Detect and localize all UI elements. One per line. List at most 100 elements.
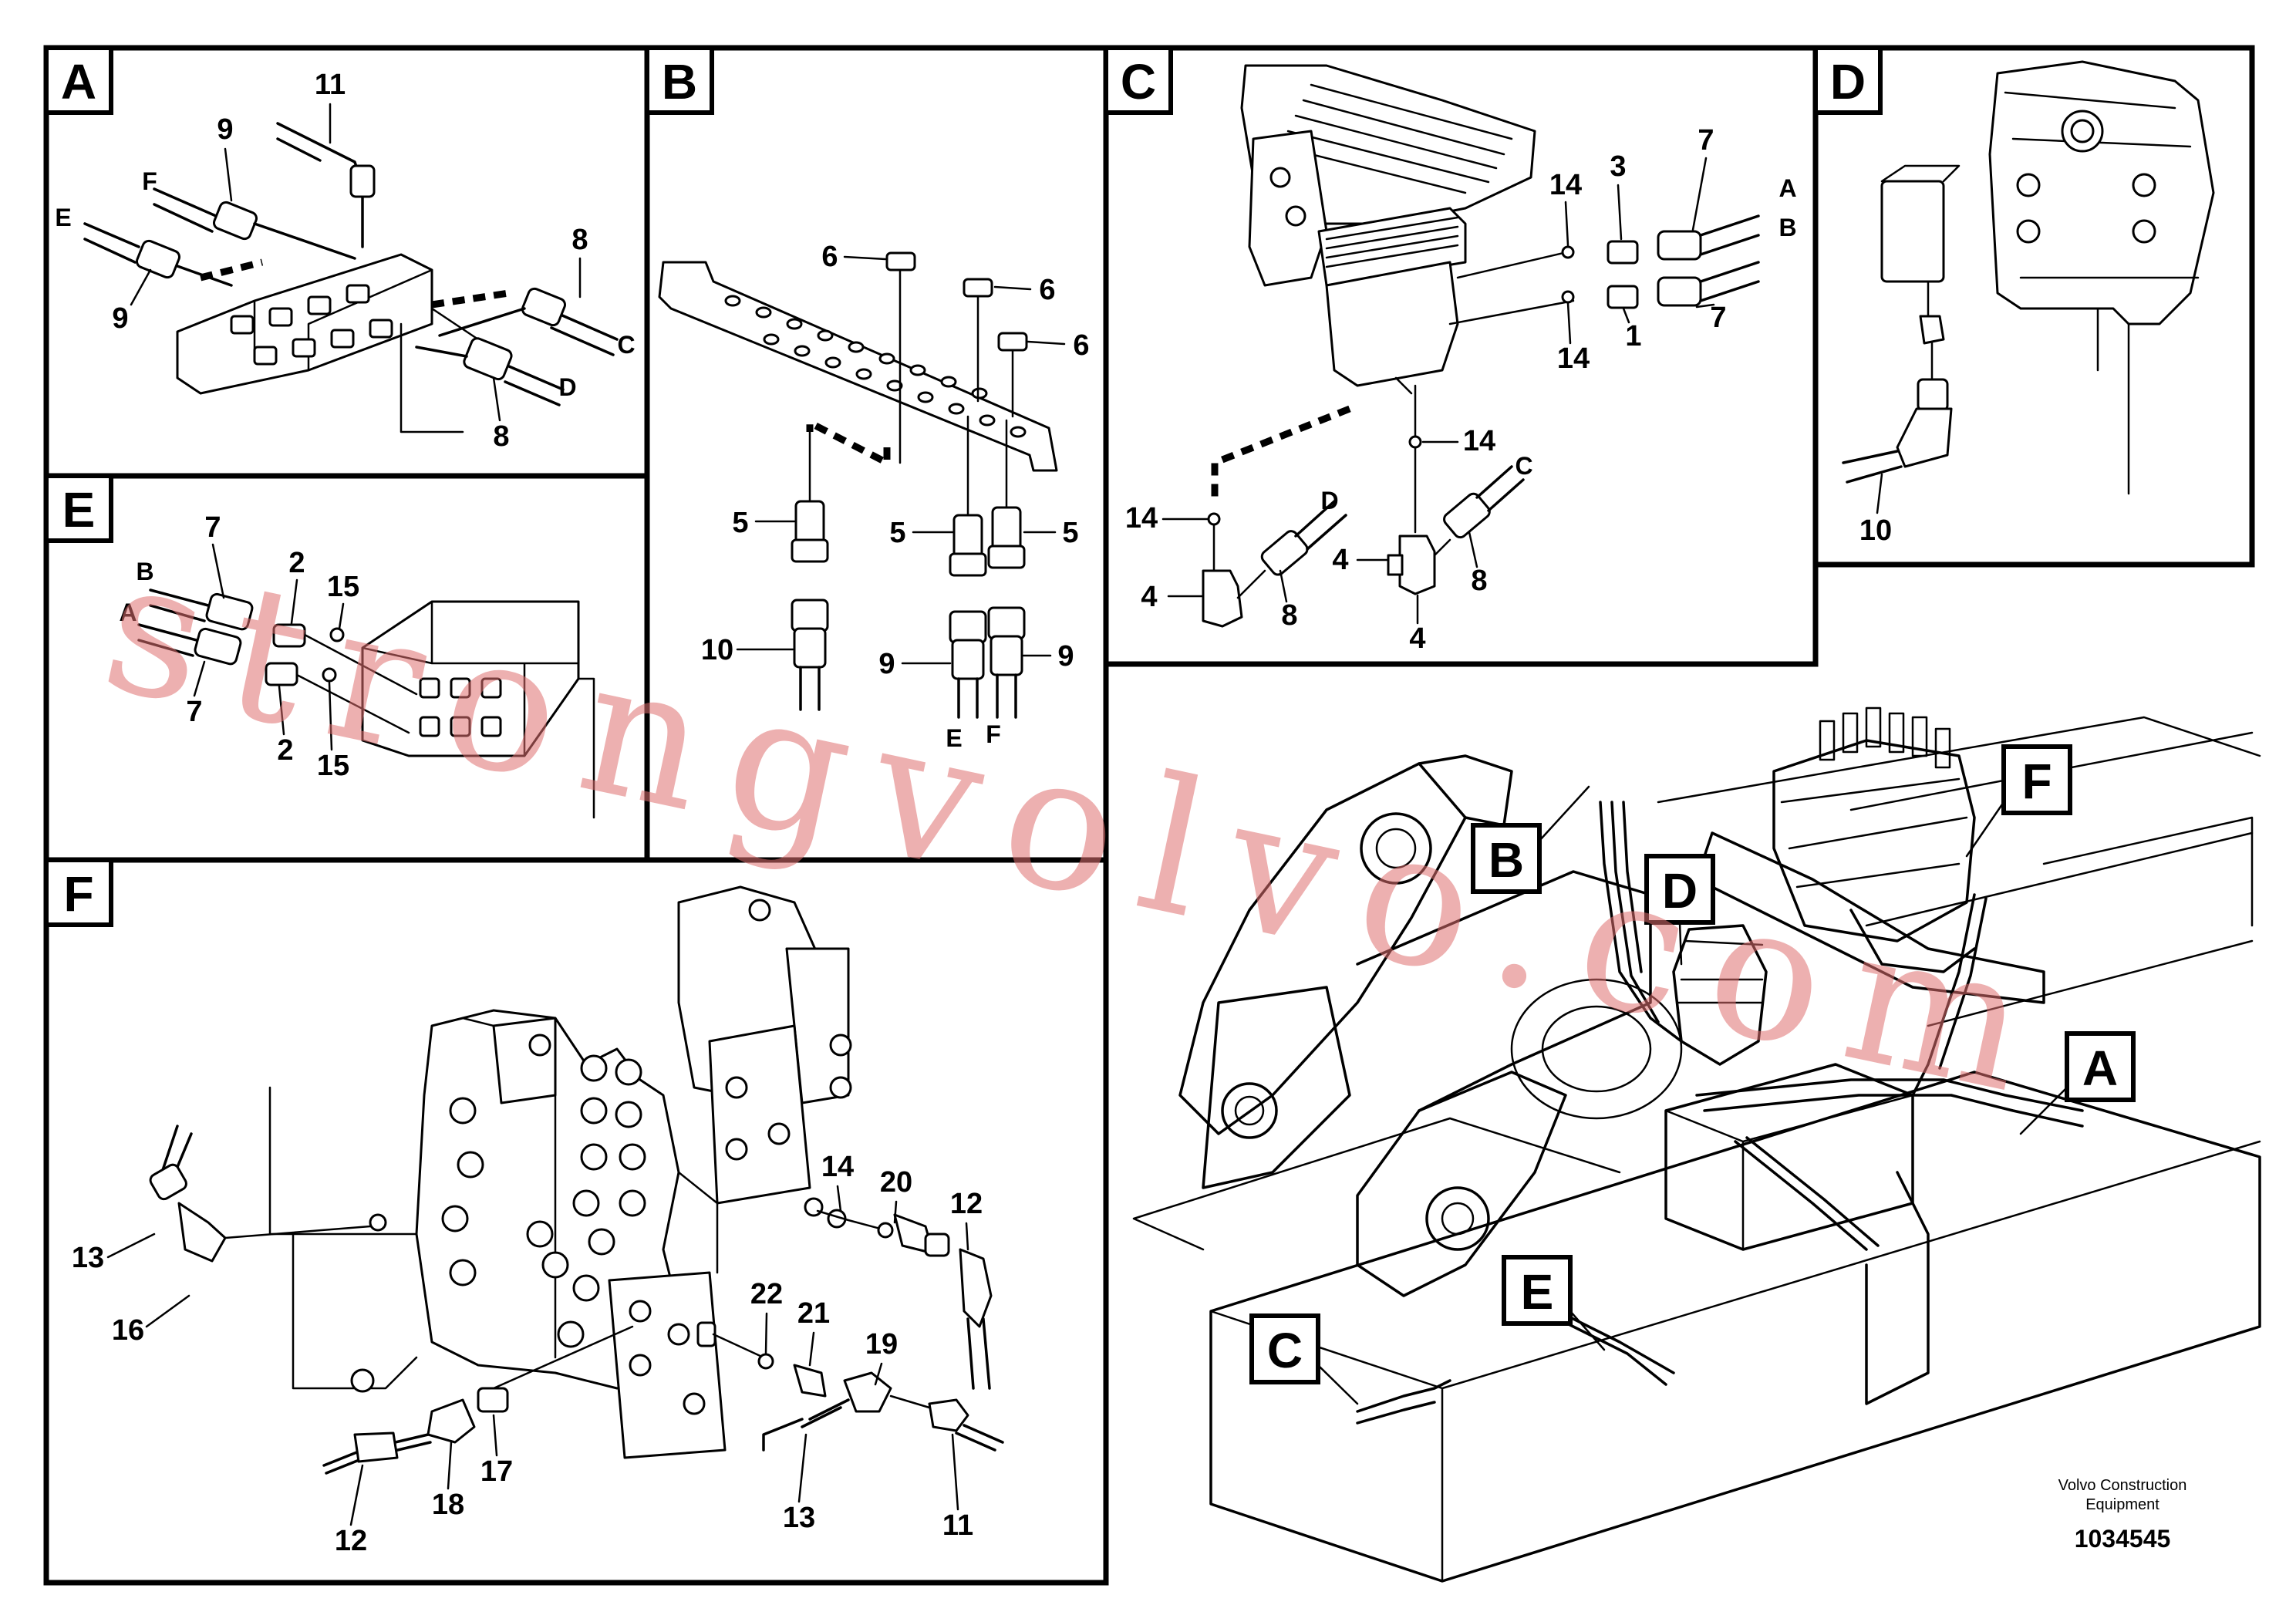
svg-text:5: 5 (1062, 517, 1078, 549)
svg-text:10: 10 (1859, 514, 1892, 547)
svg-text:10: 10 (701, 634, 733, 666)
svg-text:8: 8 (493, 420, 509, 453)
svg-text:B: B (1778, 214, 1796, 241)
overview-callout-c: C (1249, 1313, 1359, 1405)
svg-text:11: 11 (315, 69, 346, 101)
panel-e-tag: E (44, 474, 113, 543)
svg-text:A: A (1778, 174, 1796, 202)
svg-text:E: E (55, 204, 71, 231)
svg-text:B: B (662, 54, 697, 110)
svg-text:C: C (1267, 1323, 1303, 1378)
company-name-line1: Volvo Construction (2058, 1477, 2187, 1494)
panel-d-frame (1812, 45, 2255, 568)
panel-d-callouts: 10 (1859, 473, 1892, 547)
panel-b-drawing (658, 251, 1058, 719)
svg-text:9: 9 (112, 302, 128, 335)
svg-text:B: B (1489, 832, 1524, 888)
panel-b-callouts: 6 6 6 5 5 5 10 9 9 E F (701, 241, 1090, 752)
svg-text:E: E (946, 724, 962, 752)
svg-text:C: C (1515, 452, 1532, 480)
drawing-number: 1034545 (2075, 1525, 2171, 1553)
svg-text:17: 17 (480, 1455, 513, 1488)
svg-text:12: 12 (335, 1525, 367, 1557)
svg-text:A: A (61, 54, 96, 110)
svg-text:14: 14 (821, 1151, 854, 1183)
svg-text:A: A (2082, 1040, 2118, 1096)
svg-text:3: 3 (1610, 150, 1626, 183)
panel-d-drawing (1842, 60, 2215, 495)
svg-text:8: 8 (1281, 599, 1297, 632)
svg-text:5: 5 (889, 517, 905, 549)
svg-text:14: 14 (1549, 169, 1582, 201)
svg-text:4: 4 (1332, 544, 1348, 576)
overview-callout-d: D (1644, 854, 1715, 966)
panel-e-callouts: 7 B 2 15 A 7 2 15 (119, 511, 359, 782)
svg-text:14: 14 (1463, 425, 1495, 457)
svg-text:5: 5 (732, 507, 748, 539)
svg-text:15: 15 (327, 571, 359, 603)
svg-text:13: 13 (72, 1242, 104, 1274)
overview-callout-a: A (2019, 1031, 2136, 1135)
svg-text:4: 4 (1141, 581, 1157, 613)
svg-text:F: F (2021, 754, 2052, 809)
svg-text:20: 20 (880, 1166, 912, 1199)
svg-text:F: F (142, 167, 157, 195)
svg-text:6: 6 (821, 241, 838, 273)
svg-text:13: 13 (783, 1502, 815, 1534)
svg-text:8: 8 (1471, 565, 1487, 597)
title-block: Volvo Construction Equipment 1034545 (2058, 1477, 2187, 1553)
svg-text:6: 6 (1039, 274, 1055, 306)
panel-c-callouts: 14 3 7 A B 7 1 14 14 14 D C 4 4 8 8 4 (1125, 124, 1797, 655)
machine-overview: B D F A E C (1132, 706, 2261, 1583)
svg-text:21: 21 (797, 1297, 830, 1330)
svg-text:22: 22 (750, 1278, 783, 1310)
svg-text:D: D (1830, 54, 1866, 110)
svg-text:2: 2 (288, 547, 305, 579)
panel-a-drawing (83, 122, 619, 433)
svg-text:7: 7 (186, 696, 202, 728)
svg-text:14: 14 (1557, 342, 1590, 375)
svg-text:9: 9 (878, 648, 895, 680)
svg-text:8: 8 (571, 224, 588, 256)
svg-text:11: 11 (942, 1509, 973, 1542)
svg-text:D: D (1320, 487, 1338, 514)
svg-text:4: 4 (1409, 622, 1425, 655)
svg-text:12: 12 (950, 1188, 983, 1220)
panel-f-drawing (149, 885, 1004, 1475)
watermark-text: strongvolvo.com (88, 516, 2074, 1140)
svg-text:19: 19 (865, 1328, 898, 1361)
panel-c-drawing (1202, 64, 1760, 628)
panel-d-tag: D (1813, 46, 1883, 115)
svg-text:1: 1 (1625, 320, 1641, 352)
panel-f-tag: F (44, 858, 113, 927)
svg-text:C: C (617, 331, 635, 359)
panel-e-drawing (137, 588, 595, 819)
svg-text:E: E (1521, 1264, 1554, 1320)
svg-text:6: 6 (1073, 329, 1089, 362)
panel-a-callouts: 11 9 F E 9 8 C D 8 (55, 69, 635, 453)
svg-text:9: 9 (217, 113, 233, 146)
panel-b-tag: B (645, 46, 714, 115)
svg-text:C: C (1121, 54, 1156, 110)
svg-text:7: 7 (204, 511, 221, 544)
overview-callout-b: B (1471, 785, 1590, 894)
svg-text:7: 7 (1698, 124, 1714, 157)
svg-text:18: 18 (432, 1489, 464, 1521)
svg-text:14: 14 (1125, 502, 1158, 534)
svg-text:15: 15 (317, 750, 349, 782)
panel-f-callouts: 13 16 14 20 12 22 21 19 12 18 17 13 11 (72, 1151, 983, 1557)
svg-text:B: B (136, 558, 153, 585)
svg-text:16: 16 (112, 1314, 144, 1347)
svg-text:D: D (1662, 863, 1698, 919)
svg-text:9: 9 (1057, 640, 1074, 673)
svg-text:F: F (986, 720, 1001, 748)
panel-a-tag: A (44, 46, 113, 115)
svg-text:F: F (63, 866, 93, 922)
svg-text:7: 7 (1710, 302, 1726, 334)
overview-callout-f: F (1965, 744, 2072, 858)
overview-callout-e: E (1502, 1255, 1606, 1351)
company-name-line2: Equipment (2085, 1496, 2159, 1513)
svg-text:D: D (558, 373, 576, 401)
panel-f-frame (43, 857, 1109, 1586)
